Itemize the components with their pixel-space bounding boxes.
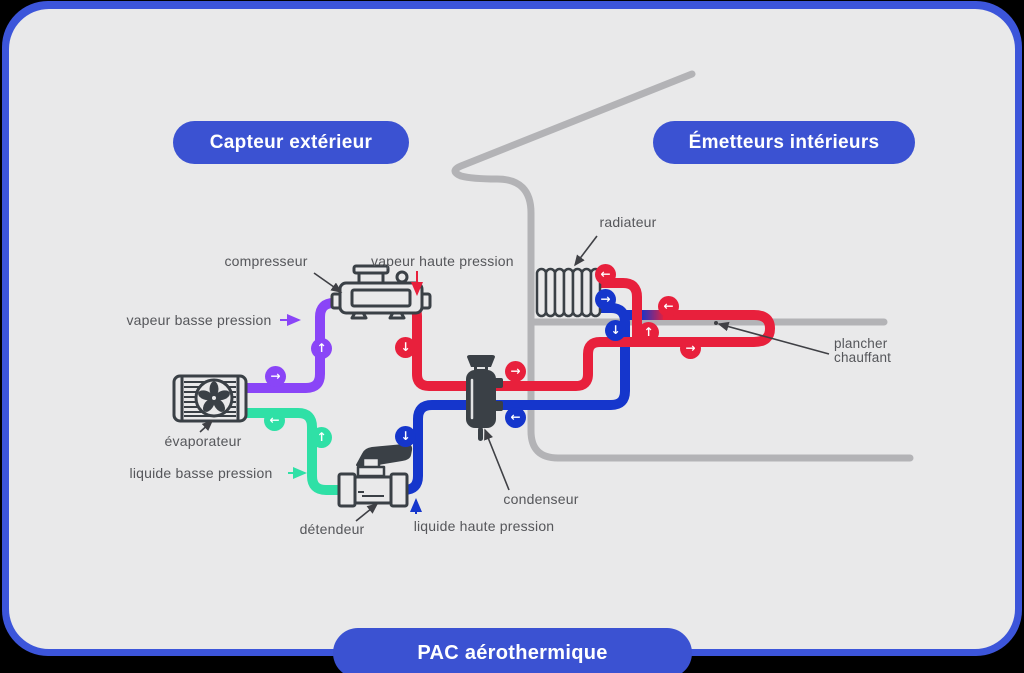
label-radiateur: radiateur <box>599 214 657 230</box>
pill-emetteurs-interieurs: Émetteurs intérieurs <box>653 121 915 164</box>
expansion-valve-icon <box>337 443 413 508</box>
label-liquide-haute-pression: liquide haute pression <box>413 518 555 534</box>
flow-badge-left-icon: ← <box>264 410 285 431</box>
flow-badge-right-icon: → <box>680 338 701 359</box>
pipe-radiator-branch-red <box>600 278 642 347</box>
compressor-icon <box>330 264 432 320</box>
flow-label-arrows <box>280 271 423 514</box>
pipe-liquid-high-blue <box>399 303 630 495</box>
label-condenseur: condenseur <box>503 491 579 507</box>
panel-background <box>9 9 1015 649</box>
flow-badge-left-icon: ← <box>658 296 679 317</box>
radiator-icon <box>535 267 602 318</box>
label-compresseur: compresseur <box>224 253 308 269</box>
pill-capteur-exterieur: Capteur extérieur <box>173 121 409 164</box>
pipe-vapor-high-red <box>398 299 775 391</box>
flow-badge-left-icon: ← <box>595 264 616 285</box>
label-plancher-chauffant: plancher chauffant <box>834 336 892 366</box>
label-liquide-basse-pression: liquide basse pression <box>129 465 273 481</box>
label-vapeur-basse-pression: vapeur basse pression <box>126 312 272 328</box>
flow-badge-right-icon: → <box>505 361 526 382</box>
flow-badge-down-icon: ↓ <box>395 337 416 358</box>
label-evaporateur: évaporateur <box>164 433 242 449</box>
condenser-icon <box>466 355 503 441</box>
flow-badge-up-icon: ↑ <box>311 338 332 359</box>
flow-badge-down-icon: ↓ <box>395 426 416 447</box>
pointer-lines <box>199 235 830 522</box>
label-vapeur-haute-pression: vapeur haute pression <box>371 253 514 269</box>
label-detendeur: détendeur <box>299 521 365 537</box>
flow-badge-right-icon: → <box>265 366 286 387</box>
pill-pac-aerothermique: PAC aérothermique <box>333 628 692 673</box>
flow-badge-down-icon: ↓ <box>605 320 626 341</box>
pipe-liquid-low-green <box>247 408 343 495</box>
pipes <box>247 278 775 495</box>
house-outline <box>451 70 914 462</box>
flow-badge-left-icon: ← <box>505 407 526 428</box>
flow-badge-up-icon: ↑ <box>638 322 659 343</box>
flow-badge-up-icon: ↑ <box>311 427 332 448</box>
flow-badge-right-icon: → <box>595 289 616 310</box>
evaporator-icon <box>172 374 248 423</box>
